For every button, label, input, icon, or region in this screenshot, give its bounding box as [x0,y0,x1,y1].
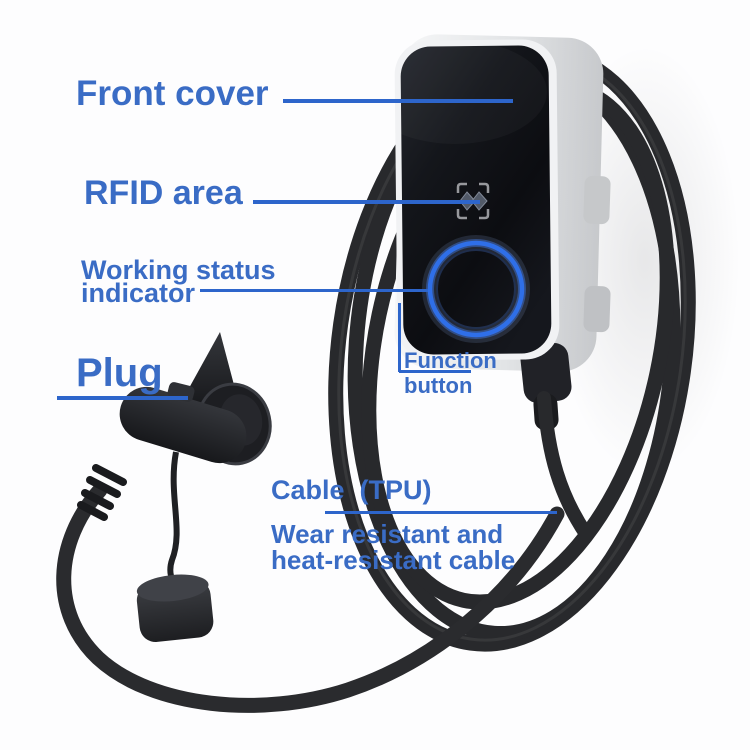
plug-handle [119,386,247,464]
side-bracket-top [583,175,611,225]
cap-strap [167,451,180,588]
cable-title-label: Cable (TPU) [271,475,432,505]
function-button-pointer-vertical [398,303,401,372]
working-status-label-line2: indicator [81,278,196,308]
cable-description-label: Wear resistant and heat-resistant cable [271,521,515,573]
working-status-pointer-line [200,289,428,292]
plug-label: Plug [76,351,163,395]
plug-cap [136,574,214,643]
plug-pointer-underline [57,396,188,400]
charging-plug [77,332,272,643]
cable-pointer-underline [325,511,557,514]
function-button-label-line2: button [404,373,473,398]
side-bracket-bottom [583,285,611,333]
rfid-pointer-line [253,200,480,204]
working-status-label: Working status indicator [81,255,276,308]
cable-description-line1: Wear resistant and [271,519,504,549]
panel-sheen [363,40,547,144]
status-ring [422,235,530,343]
cable-exit [537,391,593,541]
plug-cable [56,482,565,713]
working-status-label-line1: Working status [81,255,276,285]
function-button-pointer-underline [399,370,471,373]
rfid-area-label: RFID area [84,174,243,212]
front-cover-pointer-line [283,99,513,103]
strain-relief-ribs [77,464,127,521]
function-button-label-line1: Function [404,348,497,373]
front-cover-label: Front cover [76,74,269,113]
cable-description-line2: heat-resistant cable [271,545,516,575]
